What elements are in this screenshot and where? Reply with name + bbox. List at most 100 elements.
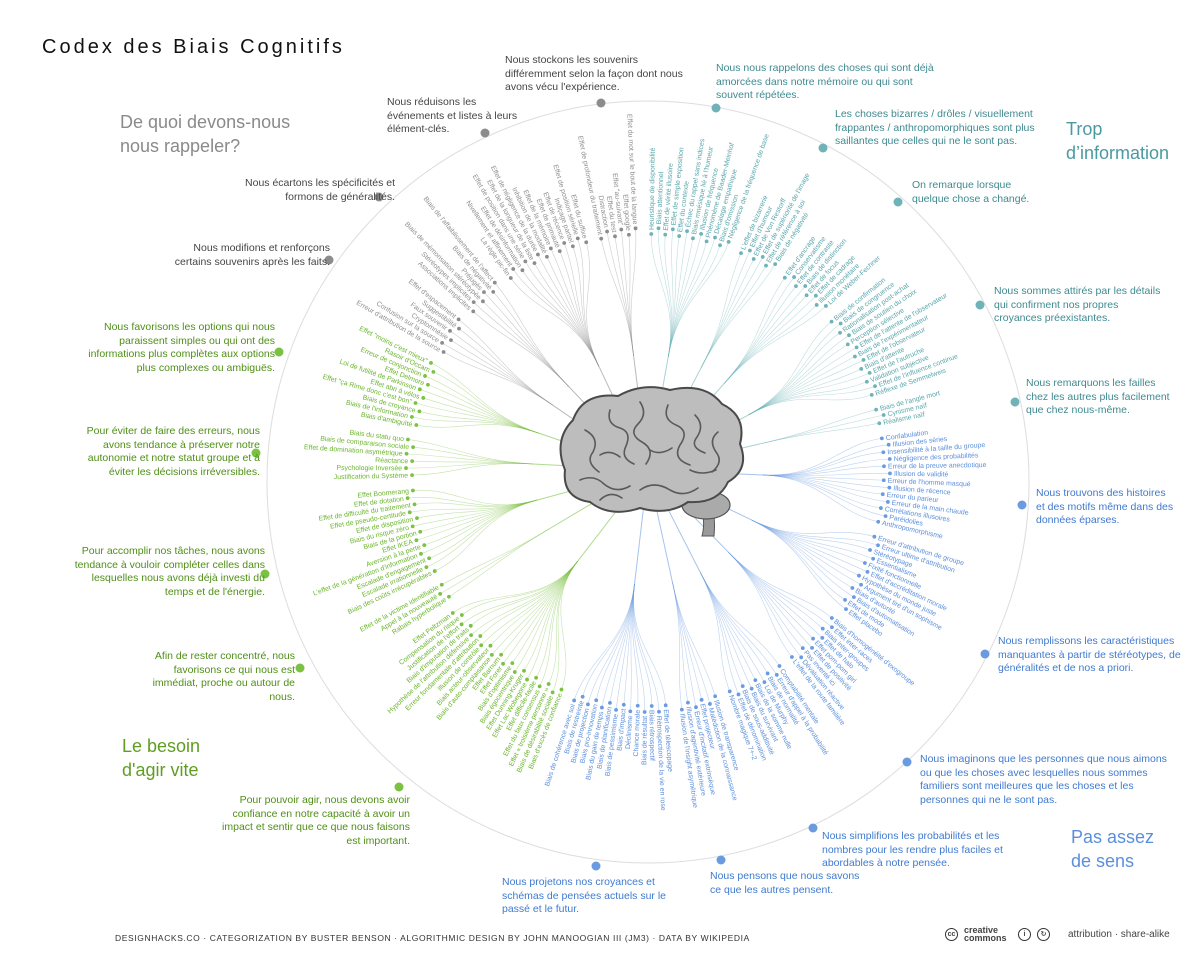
branch-line (414, 499, 538, 508)
branch-line (728, 551, 833, 628)
bias-dot (847, 333, 851, 338)
branch-line (620, 229, 634, 356)
bias-dot (876, 519, 881, 524)
subgroup-dot (324, 255, 334, 265)
branch-line (667, 237, 716, 357)
branch-line (700, 572, 756, 681)
bias-dot (448, 328, 452, 333)
bias-dot (874, 407, 879, 412)
bias-label[interactable]: Psychologie Inversée (336, 465, 402, 473)
branch-line (535, 560, 579, 678)
bias-dot (838, 330, 842, 335)
bias-label[interactable]: Réactance (375, 457, 408, 465)
bias-dot (704, 239, 709, 244)
branch-line (664, 234, 673, 357)
branch-line (409, 499, 538, 513)
bias-dot (478, 634, 483, 638)
bias-dot (491, 289, 496, 294)
branch-line (762, 458, 890, 476)
bias-label[interactable]: Justification du Système (334, 473, 409, 482)
branch-line (448, 528, 550, 598)
bias-dot (838, 321, 843, 326)
branch-line (700, 265, 767, 369)
bias-label[interactable]: Déclinisme (625, 715, 634, 749)
bias-dot (790, 655, 794, 659)
branch-line (480, 560, 579, 637)
bias-dot (736, 692, 741, 697)
branch-line (748, 381, 867, 415)
bias-dot (522, 668, 526, 673)
bias-dot (404, 451, 409, 456)
branch-line (762, 474, 881, 509)
bias-label[interactable]: Biais d'impact (616, 708, 627, 751)
bias-label[interactable]: Effet google (621, 194, 631, 231)
branch-line (539, 560, 579, 687)
branch-line (470, 560, 579, 636)
branch-line (526, 560, 579, 680)
subgroup-dot (274, 347, 284, 357)
subgroup-description: Nous projetons nos croyances et schémas … (502, 876, 667, 915)
branch-line (450, 339, 554, 406)
bias-dot (457, 326, 461, 331)
bias-dot (762, 680, 767, 685)
bias-dot (546, 682, 551, 686)
bias-dot (883, 514, 888, 518)
bias-dot (794, 284, 798, 289)
bias-dot (773, 262, 778, 266)
branch-line (748, 385, 876, 415)
subgroup-dot (808, 823, 818, 833)
bias-label[interactable]: Erreur de l'homme masqué (888, 478, 971, 489)
bias-dot (421, 396, 426, 400)
bias-label[interactable]: Effet de vérité illusoire (663, 163, 675, 231)
branch-line (667, 229, 674, 357)
branch-line (500, 560, 579, 655)
subgroup-dot (295, 663, 305, 673)
bias-label[interactable]: Erreur de la preuve anecdotique (888, 462, 987, 471)
page-title: Codex des Biais Cognitifs (42, 36, 345, 58)
branch-line (723, 277, 786, 384)
bias-label[interactable]: Biais de résultat (641, 716, 649, 765)
bias-dot (449, 338, 453, 342)
bias-label[interactable]: Illusion de validité (894, 471, 949, 479)
bias-label[interactable]: Biais attentionnel (656, 171, 665, 224)
bias-label[interactable]: Rétrospection de la vie en rose (655, 716, 666, 811)
bias-label[interactable]: Effet de télescopage (662, 709, 674, 772)
subgroup-description: Pour accomplir nos tâches, nous avons te… (74, 545, 265, 598)
branch-line (595, 584, 635, 701)
bias-dot (872, 534, 877, 539)
branch-line (491, 560, 579, 656)
branch-line (700, 258, 754, 369)
branch-line (723, 276, 795, 384)
branch-line (748, 356, 856, 415)
bias-dot (600, 705, 604, 710)
bias-dot (414, 423, 419, 427)
branch-line (434, 499, 538, 572)
bias-label[interactable]: Chance morale (633, 709, 642, 756)
subgroup-dot (596, 98, 606, 108)
branch-line (483, 291, 570, 387)
bias-label[interactable]: Illusion de récence (893, 485, 951, 496)
branch-line (672, 582, 683, 710)
branch-line (748, 323, 841, 415)
branch-line (522, 270, 600, 367)
bias-dot (663, 703, 668, 708)
bias-dot (760, 255, 765, 259)
branch-line (762, 474, 879, 523)
bias-dot (423, 374, 427, 378)
bias-dot (447, 594, 451, 599)
branch-line (587, 584, 635, 705)
subgroup-description: Nous remarquons les failles chez les aut… (1026, 377, 1170, 416)
bias-dot (804, 293, 809, 298)
bias-label[interactable]: Biais rétrospectif (647, 710, 655, 761)
bias-dot (887, 457, 892, 461)
bias-label[interactable]: Effet Boomerang (357, 488, 409, 499)
bias-dot (584, 240, 589, 245)
bias-label[interactable]: Négligence des probabilités (894, 452, 979, 463)
bias-dot (426, 382, 430, 387)
branch-line (441, 528, 550, 586)
bias-label[interactable]: Heuristique de disponibilité (649, 147, 657, 230)
bias-dot (863, 561, 867, 565)
bias-dot (410, 473, 414, 478)
branch-line (728, 551, 813, 649)
